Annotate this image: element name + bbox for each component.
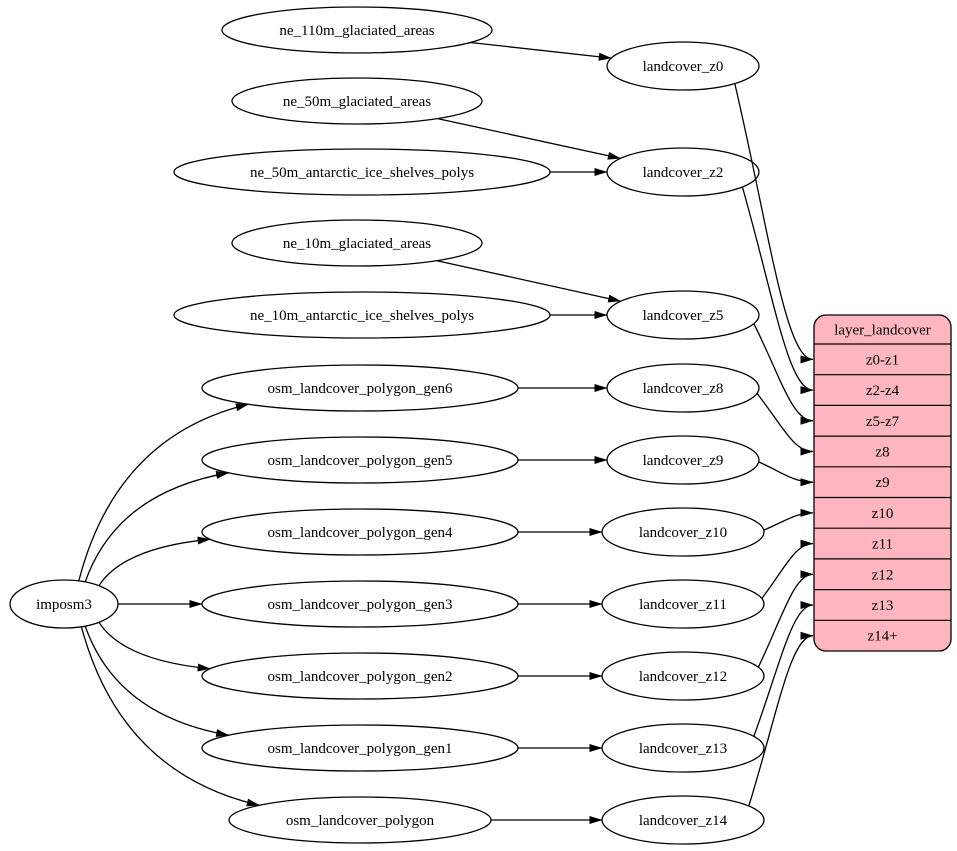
edge-ne_50m_glaciated_areas-to-landcover_z2 bbox=[437, 117, 621, 160]
edge-landcover_z8-to-z8 bbox=[756, 392, 814, 456]
node-osm_landcover_polygon_gen5: osm_landcover_polygon_gen5 bbox=[201, 436, 519, 484]
edge-landcover_z13-to-z13 bbox=[753, 601, 814, 737]
table-layer_landcover: layer_landcover z0-z1 z2-z4 z5-z7 z8 z9 z10 z11… bbox=[813, 314, 952, 652]
edge-imposm3-to-osm_landcover_polygon_gen2 bbox=[98, 621, 211, 672]
table-header-label: layer_landcover bbox=[834, 323, 931, 339]
node-landcover_z2: landcover_z2 bbox=[606, 147, 760, 197]
node-ne_110m_glaciated_areas: ne_110m_glaciated_areas bbox=[221, 6, 493, 54]
edge-imposm3-to-osm_landcover_polygon bbox=[80, 626, 260, 807]
node-ne_10m_glaciated_areas: ne_10m_glaciated_areas bbox=[231, 219, 483, 267]
node-imposm3: imposm3 bbox=[9, 579, 119, 629]
edge-landcover_z5-to-z5-z7 bbox=[753, 323, 814, 425]
node-osm_landcover_polygon_gen6: osm_landcover_polygon_gen6 bbox=[201, 364, 519, 412]
edge-imposm3-to-osm_landcover_polygon_gen5 bbox=[84, 471, 230, 583]
node-label: ne_10m_glaciated_areas bbox=[283, 236, 431, 252]
node-label: landcover_z5 bbox=[643, 308, 724, 324]
node-ne_50m_glaciated_areas: ne_50m_glaciated_areas bbox=[231, 77, 483, 125]
node-label: ne_50m_antarctic_ice_shelves_polys bbox=[250, 165, 474, 181]
edge-imposm3-to-osm_landcover_polygon_gen1 bbox=[84, 625, 230, 737]
node-landcover_z11: landcover_z11 bbox=[601, 579, 765, 629]
node-label: ne_50m_glaciated_areas bbox=[283, 94, 431, 110]
node-osm_landcover_polygon_gen4: osm_landcover_polygon_gen4 bbox=[201, 508, 519, 556]
node-label: osm_landcover_polygon_gen1 bbox=[268, 741, 453, 757]
node-label: landcover_z12 bbox=[639, 669, 727, 685]
edge-ne_110m_glaciated_areas-to-landcover_z0 bbox=[470, 41, 612, 61]
node-landcover_z5: landcover_z5 bbox=[606, 290, 760, 340]
node-label: ne_10m_antarctic_ice_shelves_polys bbox=[250, 308, 474, 324]
node-ne_10m_antarctic_ice_shelves_polys: ne_10m_antarctic_ice_shelves_polys bbox=[173, 291, 551, 339]
edge-landcover_z2-to-z2-z4 bbox=[741, 186, 814, 395]
node-label: landcover_z8 bbox=[643, 381, 724, 397]
table-row-z8: z8 bbox=[875, 445, 889, 461]
table-row-z11: z11 bbox=[872, 537, 893, 553]
edge-imposm3-to-osm_landcover_polygon_gen4 bbox=[98, 536, 211, 587]
node-landcover_z8: landcover_z8 bbox=[606, 363, 760, 413]
node-label: osm_landcover_polygon_gen4 bbox=[268, 525, 453, 541]
node-label: landcover_z0 bbox=[643, 59, 724, 75]
edge-ne_10m_glaciated_areas-to-landcover_z5 bbox=[436, 260, 622, 303]
edge-landcover_z11-to-z11 bbox=[761, 539, 814, 599]
table-row-z10: z10 bbox=[872, 506, 894, 522]
node-landcover_z12: landcover_z12 bbox=[601, 651, 765, 701]
table-row-z13: z13 bbox=[872, 598, 894, 614]
node-label: osm_landcover_polygon bbox=[286, 813, 435, 829]
node-label: landcover_z2 bbox=[643, 165, 724, 181]
node-label: imposm3 bbox=[36, 597, 92, 613]
node-landcover_z13: landcover_z13 bbox=[601, 723, 765, 773]
table-row-z9: z9 bbox=[875, 475, 889, 491]
node-shape bbox=[231, 77, 483, 125]
table-row-z12: z12 bbox=[872, 567, 894, 583]
table-row-z0-z1: z0-z1 bbox=[866, 352, 899, 368]
node-label: landcover_z10 bbox=[639, 525, 727, 541]
edge-landcover_z14-to-z14+ bbox=[748, 631, 814, 807]
edge-landcover_z12-to-z12 bbox=[757, 570, 814, 668]
node-shape bbox=[606, 41, 760, 91]
node-osm_landcover_polygon_gen2: osm_landcover_polygon_gen2 bbox=[201, 652, 519, 700]
node-label: landcover_z9 bbox=[643, 453, 724, 469]
node-landcover_z9: landcover_z9 bbox=[606, 435, 760, 485]
edge-landcover_z9-to-z9 bbox=[758, 461, 814, 487]
node-shape bbox=[221, 6, 493, 54]
node-label: osm_landcover_polygon_gen2 bbox=[268, 669, 453, 685]
table-body bbox=[813, 314, 952, 652]
node-landcover_z14: landcover_z14 bbox=[601, 795, 765, 845]
node-landcover_z10: landcover_z10 bbox=[601, 507, 765, 557]
node-osm_landcover_polygon_gen1: osm_landcover_polygon_gen1 bbox=[201, 724, 519, 772]
node-label: osm_landcover_polygon_gen3 bbox=[268, 597, 453, 613]
table-row-z14+: z14+ bbox=[867, 629, 897, 645]
node-label: landcover_z11 bbox=[639, 597, 727, 613]
node-osm_landcover_polygon: osm_landcover_polygon bbox=[228, 796, 492, 844]
edge-imposm3-to-osm_landcover_polygon_gen6 bbox=[78, 403, 249, 582]
table-row-z2-z4: z2-z4 bbox=[866, 383, 900, 399]
edge-landcover_z10-to-z10 bbox=[763, 508, 814, 531]
edge-landcover_z0-to-z0-z1 bbox=[734, 83, 814, 364]
node-landcover_z0: landcover_z0 bbox=[606, 41, 760, 91]
node-label: ne_110m_glaciated_areas bbox=[279, 23, 434, 39]
node-label: osm_landcover_polygon_gen6 bbox=[268, 381, 453, 397]
node-label: landcover_z14 bbox=[639, 813, 728, 829]
table-row-z5-z7: z5-z7 bbox=[866, 414, 900, 430]
node-label: landcover_z13 bbox=[639, 741, 727, 757]
node-ne_50m_antarctic_ice_shelves_polys: ne_50m_antarctic_ice_shelves_polys bbox=[173, 148, 551, 196]
node-label: osm_landcover_polygon_gen5 bbox=[268, 453, 453, 469]
node-shape bbox=[231, 219, 483, 267]
node-osm_landcover_polygon_gen3: osm_landcover_polygon_gen3 bbox=[201, 580, 519, 628]
